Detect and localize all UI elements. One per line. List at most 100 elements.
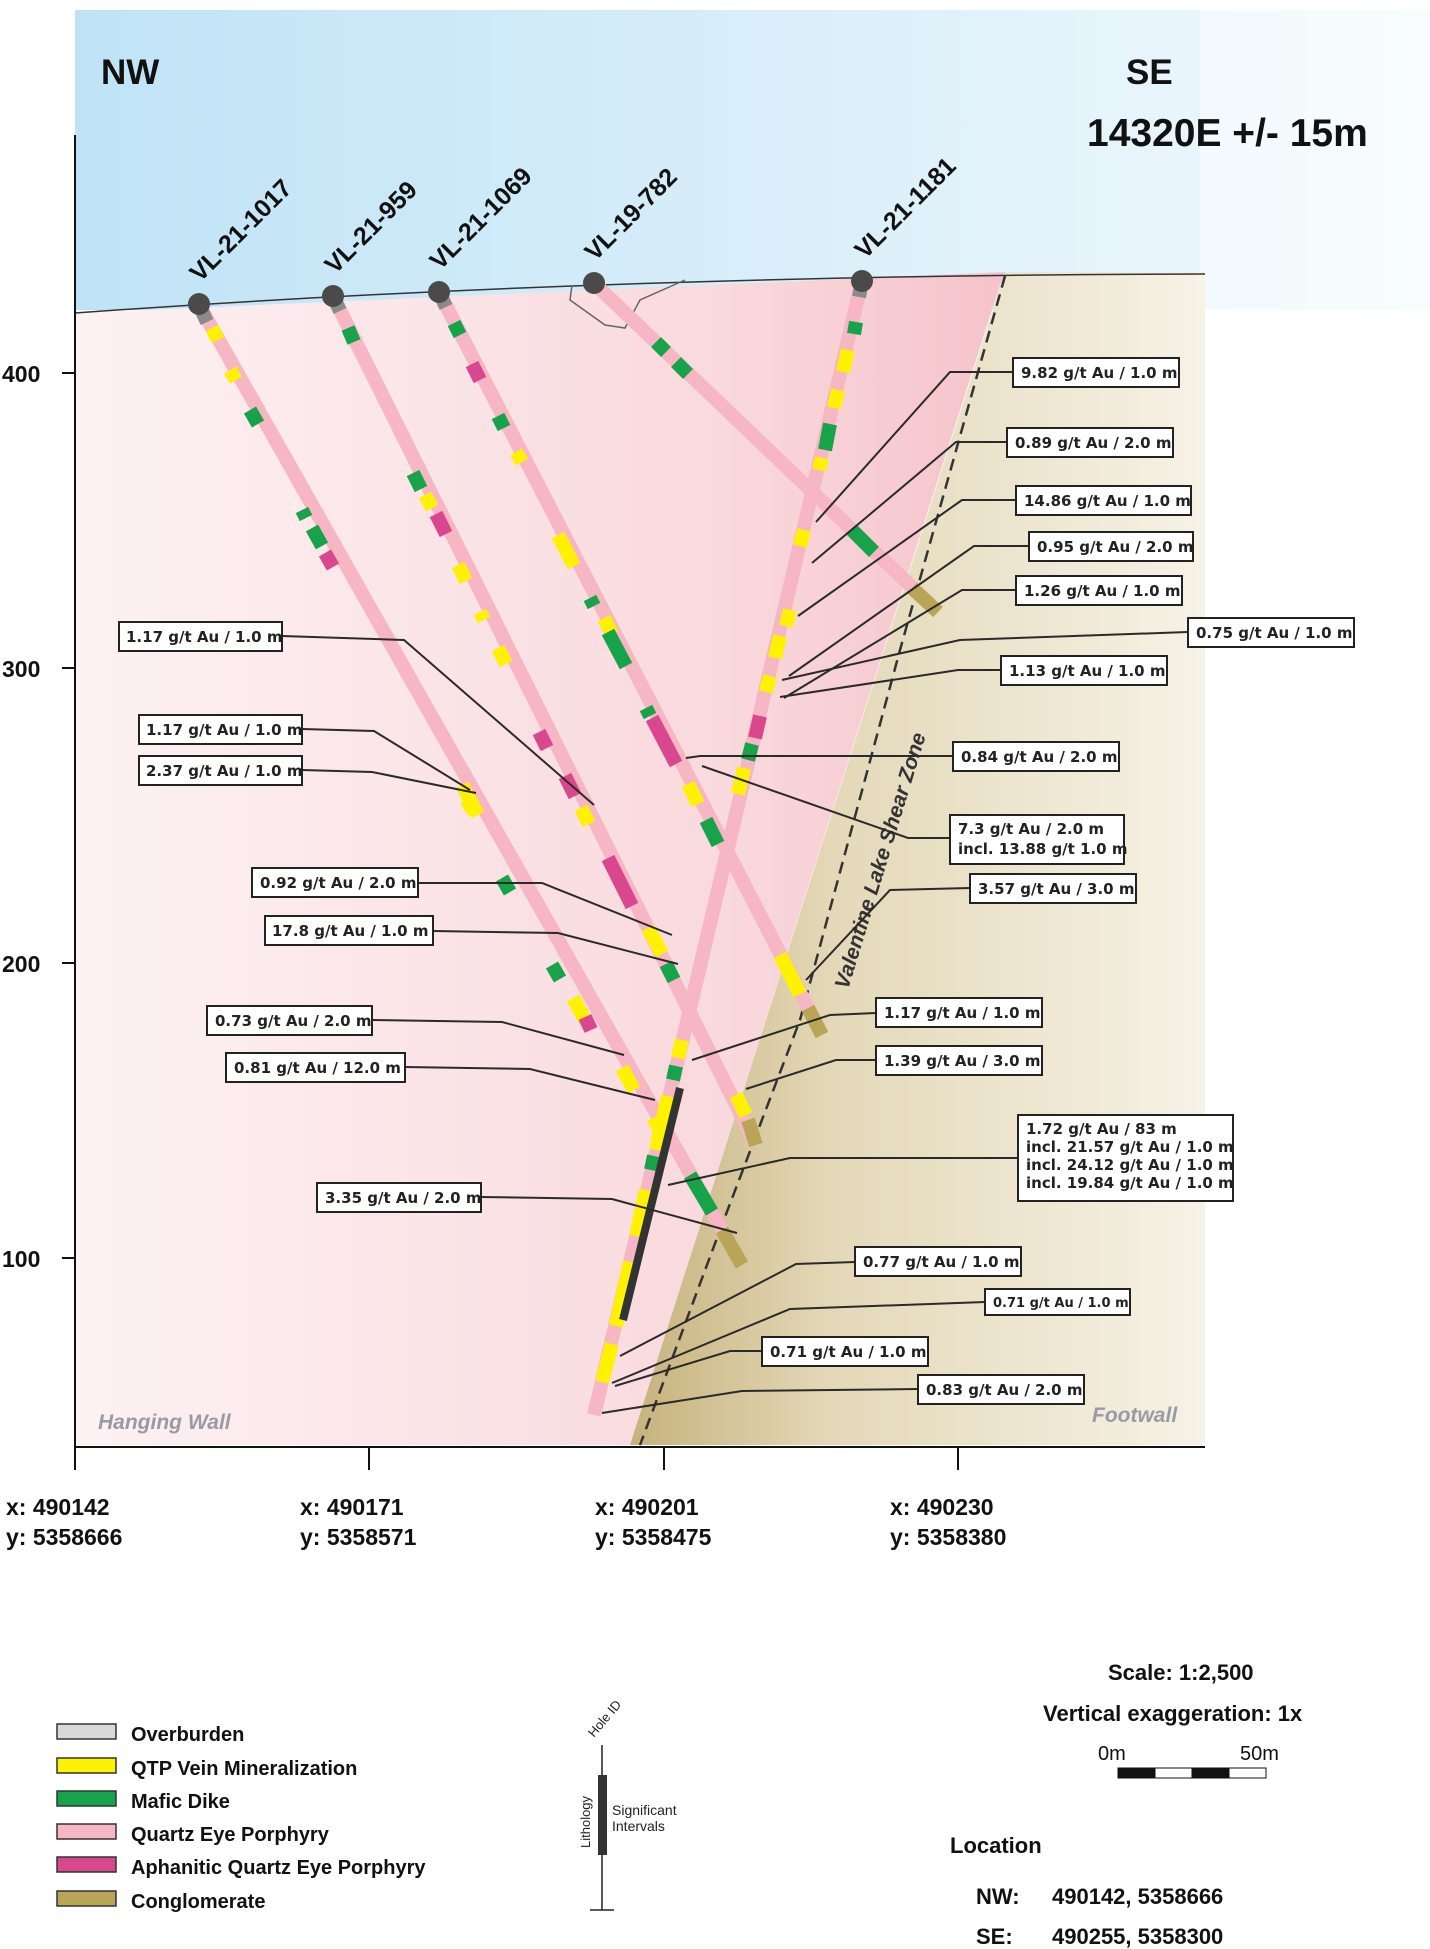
- scale-text: Scale: 1:2,500: [1108, 1660, 1254, 1685]
- legend-conglomerate: Conglomerate: [56, 1890, 265, 1913]
- vertical-exaggeration: Vertical exaggeration: 1x: [1043, 1701, 1303, 1726]
- svg-text:0.71 g/t Au / 1.0 m: 0.71 g/t Au / 1.0 m: [993, 1296, 1129, 1311]
- location-title: Location: [950, 1833, 1042, 1858]
- svg-text:0.71 g/t Au / 1.0 m: 0.71 g/t Au / 1.0 m: [770, 1343, 926, 1361]
- svg-text:1.17 g/t Au / 1.0 m: 1.17 g/t Au / 1.0 m: [126, 628, 282, 646]
- elevation-labels: 400 300 200 100: [2, 361, 40, 1272]
- svg-text:1.26 g/t Au / 1.0 m: 1.26 g/t Au / 1.0 m: [1024, 582, 1180, 600]
- collar-vl-21-1017: [188, 293, 210, 315]
- section-title: 14320E +/- 15m: [1087, 112, 1368, 155]
- svg-text:Conglomerate: Conglomerate: [131, 1891, 265, 1913]
- sky-area: [75, 10, 1430, 310]
- intercept-label: 3.57 g/t Au / 3.0 m: [969, 873, 1137, 904]
- svg-text:7.3 g/t Au / 2.0 m: 7.3 g/t Au / 2.0 m: [958, 820, 1104, 838]
- svg-text:incl. 13.88 g/t 1.0 m: incl. 13.88 g/t 1.0 m: [958, 840, 1127, 858]
- intercept-label: 0.73 g/t Au / 2.0 m: [206, 1005, 373, 1036]
- intercept-label: 0.92 g/t Au / 2.0 m: [251, 867, 419, 898]
- svg-text:QTP Vein Mineralization: QTP Vein Mineralization: [131, 1758, 357, 1780]
- intercept-label: 0.75 g/t Au / 1.0 m: [1187, 617, 1355, 648]
- coord-x-4: x: 490230: [890, 1494, 994, 1520]
- key-hole-id: Hole ID: [585, 1697, 624, 1740]
- svg-text:3.57 g/t Au / 3.0 m: 3.57 g/t Au / 3.0 m: [978, 880, 1134, 898]
- intercept-label: 9.82 g/t Au / 1.0 m: [1012, 357, 1180, 388]
- coord-y-4: y: 5358380: [890, 1524, 1006, 1550]
- intercept-label: 1.17 g/t Au / 1.0 m: [118, 621, 283, 652]
- collar-vl-21-1181: [851, 270, 873, 292]
- intercept-label: 14.86 g/t Au / 1.0 m: [1015, 485, 1192, 516]
- shear-zone-line: [638, 275, 1007, 1446]
- lithology-segments: [192, 279, 943, 1384]
- svg-text:1.17 g/t Au / 1.0 m: 1.17 g/t Au / 1.0 m: [884, 1004, 1040, 1022]
- svg-text:Aphanitic Quartz Eye Porphyry: Aphanitic Quartz Eye Porphyry: [131, 1857, 426, 1879]
- intercept-label: 0.84 g/t Au / 2.0 m: [952, 741, 1120, 772]
- coord-y-3: y: 5358475: [595, 1524, 712, 1550]
- elevation-ticks: [62, 372, 75, 1259]
- svg-text:0.95 g/t Au / 2.0 m: 0.95 g/t Au / 2.0 m: [1037, 538, 1193, 556]
- legend-aphanitic-qep: Aphanitic Quartz Eye Porphyry: [56, 1856, 426, 1879]
- svg-text:0.77 g/t Au / 1.0 m: 0.77 g/t Au / 1.0 m: [863, 1253, 1019, 1271]
- location-nw-value: 490142, 5358666: [1052, 1884, 1223, 1909]
- ground-surface-line: [74, 273, 1206, 314]
- intercept-label: 17.8 g/t Au / 1.0 m: [264, 915, 434, 946]
- collars: [188, 270, 873, 315]
- key-intervals: Intervals: [612, 1818, 665, 1834]
- svg-text:0.92 g/t Au / 2.0 m: 0.92 g/t Au / 2.0 m: [260, 874, 416, 892]
- intercept-label: 0.81 g/t Au / 12.0 m: [225, 1052, 406, 1083]
- leader-lines: [281, 371, 1189, 1414]
- location-se-label: SE:: [976, 1924, 1013, 1949]
- trace-vl-21-1017: [192, 301, 749, 1269]
- svg-text:incl. 19.84 g/t Au / 1.0 m: incl. 19.84 g/t Au / 1.0 m: [1026, 1174, 1234, 1192]
- location-se-value: 490255, 5358300: [1052, 1924, 1223, 1949]
- collar-vl-21-959: [322, 285, 344, 307]
- legend-overburden: Overburden: [56, 1723, 244, 1746]
- svg-text:14.86 g/t Au / 1.0 m: 14.86 g/t Au / 1.0 m: [1024, 492, 1191, 510]
- coord-y-1: y: 5358666: [6, 1524, 122, 1550]
- coord-x-3: x: 490201: [595, 1494, 699, 1520]
- key-significant: Significant: [612, 1802, 677, 1818]
- svg-text:1.13 g/t Au / 1.0 m: 1.13 g/t Au / 1.0 m: [1009, 662, 1165, 680]
- svg-text:2.37 g/t Au / 1.0 m: 2.37 g/t Au / 1.0 m: [146, 762, 302, 780]
- svg-text:incl. 24.12 g/t Au / 1.0 m: incl. 24.12 g/t Au / 1.0 m: [1026, 1156, 1234, 1174]
- intercept-labels: 9.82 g/t Au / 1.0 m 0.89 g/t Au / 2.0 m …: [118, 357, 1355, 1405]
- direction-nw: NW: [101, 53, 159, 92]
- scale-bar-end: 50m: [1240, 1743, 1279, 1765]
- svg-text:1.17 g/t Au / 1.0 m: 1.17 g/t Au / 1.0 m: [146, 721, 302, 739]
- intercept-label: 3.35 g/t Au / 2.0 m: [316, 1182, 482, 1213]
- intercept-label: 1.26 g/t Au / 1.0 m: [1015, 575, 1183, 606]
- direction-se: SE: [1126, 53, 1173, 92]
- intercept-label: 1.13 g/t Au / 1.0 m: [1000, 655, 1168, 686]
- svg-text:17.8 g/t Au / 1.0 m: 17.8 g/t Au / 1.0 m: [272, 922, 428, 940]
- sky-fade-right: [1200, 10, 1430, 310]
- intercept-label: 1.17 g/t Au / 1.0 m: [138, 714, 303, 745]
- significant-interval-bar: [619, 1087, 684, 1321]
- elev-label-100: 100: [2, 1246, 40, 1272]
- footwall-label: Footwall: [1092, 1404, 1178, 1427]
- legend-qtp-vein: QTP Vein Mineralization: [56, 1757, 357, 1780]
- coord-x-2: x: 490171: [300, 1494, 404, 1520]
- scale-bar-start: 0m: [1098, 1743, 1126, 1765]
- svg-text:0.84 g/t Au / 2.0 m: 0.84 g/t Au / 2.0 m: [961, 748, 1117, 766]
- location-nw-label: NW:: [976, 1884, 1020, 1909]
- legend: Overburden QTP Vein Mineralization Mafic…: [56, 1723, 426, 1913]
- coord-y-2: y: 5358571: [300, 1524, 417, 1550]
- svg-text:Overburden: Overburden: [131, 1724, 244, 1746]
- intercept-label: 7.3 g/t Au / 2.0 m incl. 13.88 g/t 1.0 m: [949, 814, 1127, 865]
- key-diagram: Hole ID Lithology Significant Intervals: [578, 1697, 677, 1911]
- svg-text:0.75 g/t Au / 1.0 m: 0.75 g/t Au / 1.0 m: [1196, 624, 1352, 642]
- svg-text:0.83 g/t Au / 2.0 m: 0.83 g/t Au / 2.0 m: [926, 1381, 1082, 1399]
- overburden-outline: [569, 279, 686, 329]
- collar-vl-21-1069: [428, 281, 450, 303]
- intercept-label: 1.39 g/t Au / 3.0 m: [875, 1045, 1043, 1076]
- elev-label-400: 400: [2, 361, 40, 387]
- intercept-label: 0.77 g/t Au / 1.0 m: [854, 1246, 1022, 1277]
- svg-text:Mafic Dike: Mafic Dike: [131, 1791, 230, 1813]
- intercept-label: 0.71 g/t Au / 1.0 m: [761, 1336, 929, 1367]
- coord-x-1: x: 490142: [6, 1494, 110, 1520]
- svg-text:0.81 g/t Au / 12.0 m: 0.81 g/t Au / 12.0 m: [234, 1059, 401, 1077]
- intercept-label: 1.17 g/t Au / 1.0 m: [875, 997, 1043, 1028]
- svg-text:3.35 g/t Au / 2.0 m: 3.35 g/t Au / 2.0 m: [325, 1189, 481, 1207]
- legend-quartz-eye-porphyry: Quartz Eye Porphyry: [56, 1823, 330, 1846]
- svg-text:1.72 g/t Au / 83 m: 1.72 g/t Au / 83 m: [1026, 1120, 1177, 1138]
- svg-text:incl. 21.57 g/t Au / 1.0 m: incl. 21.57 g/t Au / 1.0 m: [1026, 1138, 1234, 1156]
- svg-text:9.82 g/t Au / 1.0 m: 9.82 g/t Au / 1.0 m: [1021, 364, 1177, 382]
